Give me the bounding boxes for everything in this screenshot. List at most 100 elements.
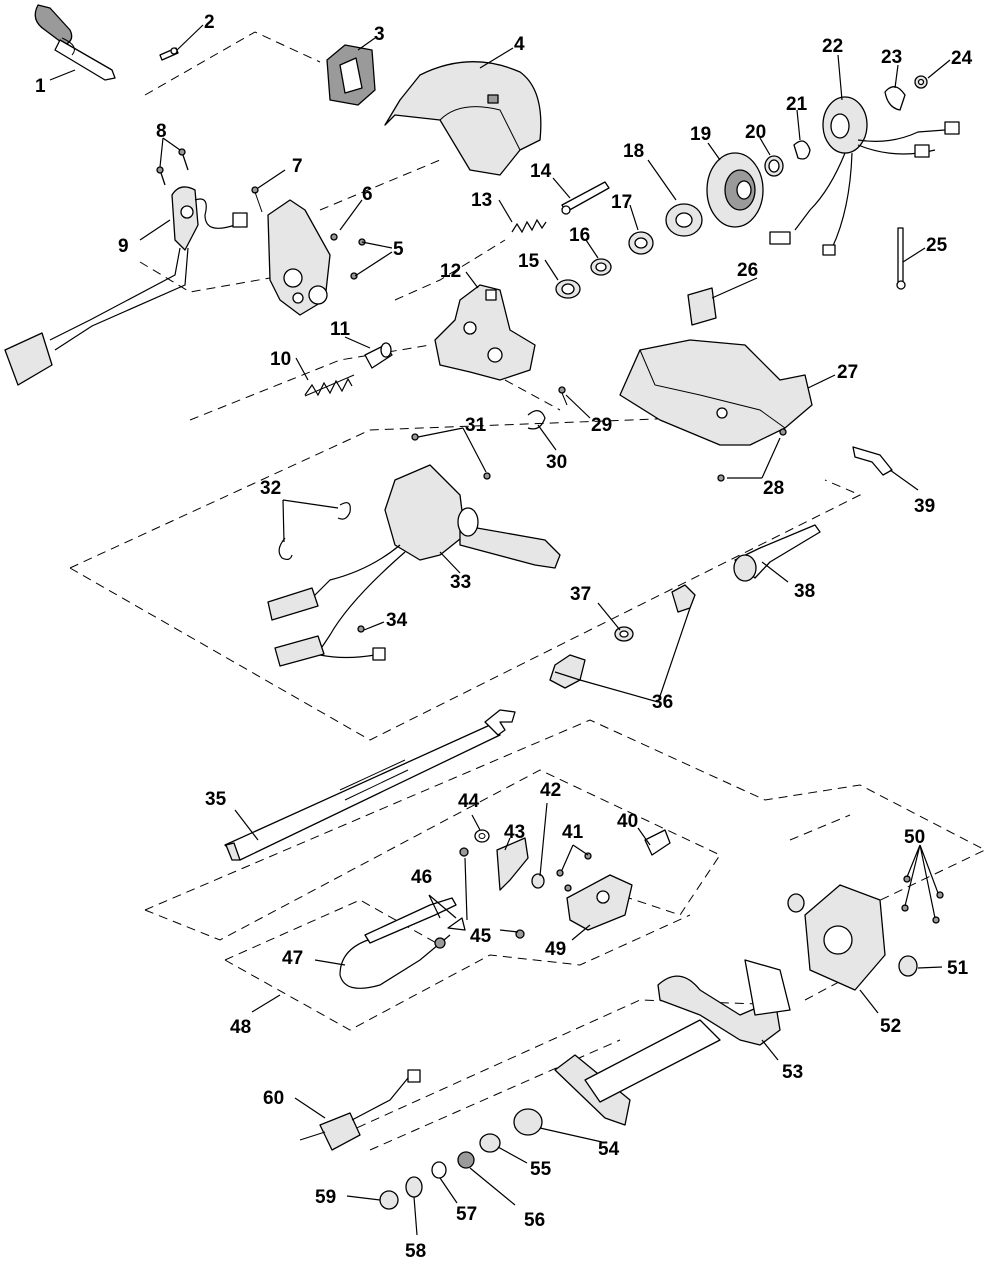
callout-41: 41: [562, 822, 584, 843]
callout-17: 17: [611, 192, 632, 213]
tilt-spring-clip-part: [852, 446, 893, 476]
callout-4: 4: [514, 34, 525, 55]
callout-28: 28: [763, 478, 784, 499]
callout-34: 34: [386, 610, 408, 631]
hex-nut-part: [914, 75, 928, 89]
callout-8: 8: [156, 121, 167, 142]
callout-6: 6: [362, 184, 373, 205]
callout-40: 40: [617, 811, 638, 832]
return-spring-part: [304, 374, 355, 397]
callout-7: 7: [292, 156, 303, 177]
callout-21: 21: [786, 94, 808, 115]
housing-screw-part: [558, 386, 568, 406]
callout-45: 45: [470, 926, 492, 947]
callout-14: 14: [530, 161, 552, 182]
pivot-bushing-part: [898, 955, 918, 977]
callout-42: 42: [540, 780, 561, 801]
upper-cover-part: [384, 61, 542, 176]
callout-18: 18: [623, 141, 644, 162]
alignment-pin-part: [896, 227, 906, 290]
callout-55: 55: [530, 1159, 552, 1180]
callout-38: 38: [794, 581, 815, 602]
callout-47: 47: [282, 948, 303, 969]
jacket-bracket-part: [657, 959, 791, 1046]
ground-wire-part: [319, 625, 386, 661]
callout-30: 30: [546, 452, 567, 473]
bracket-screw-part: [251, 186, 263, 213]
callout-48: 48: [230, 1017, 251, 1038]
callout-31: 31: [465, 415, 487, 436]
bearing-retainer-part: [590, 258, 612, 276]
lower-cover-part: [619, 339, 813, 446]
callout-58: 58: [405, 1241, 426, 1262]
callout-50: 50: [904, 827, 925, 848]
callout-11: 11: [330, 319, 351, 340]
turn-signal-cam-part: [665, 203, 703, 237]
callout-22: 22: [822, 36, 843, 57]
callout-59: 59: [315, 1187, 336, 1208]
callout-16: 16: [569, 225, 590, 246]
callout-labels: 1 2 3 4 5 6 7 8 9 10 11 12 13 14 15 16 1…: [35, 12, 973, 1262]
callout-25: 25: [926, 235, 948, 256]
callout-3: 3: [374, 24, 385, 45]
callout-12: 12: [440, 261, 461, 282]
shift-lever-part: [34, 4, 116, 81]
callout-23: 23: [881, 47, 902, 68]
lock-bracket-part: [267, 199, 331, 316]
rack-spring-part: [511, 218, 547, 234]
callout-33: 33: [450, 572, 471, 593]
callout-43: 43: [504, 822, 525, 843]
turn-signal-spring-part: [628, 231, 654, 255]
cover-screws-part: [717, 428, 787, 482]
lock-shoe-part: [566, 874, 633, 931]
callout-57: 57: [456, 1204, 477, 1225]
multifunction-switch-part: [267, 464, 561, 667]
center-bearing-part: [614, 626, 634, 642]
lock-housing-part: [434, 284, 536, 381]
callout-52: 52: [880, 1016, 901, 1037]
lock-shoe-screws-part: [556, 852, 592, 892]
leader-lines: [49, 24, 951, 1236]
shoe-pin-part: [644, 829, 671, 856]
housing-screws-part: [901, 875, 944, 924]
callout-51: 51: [947, 958, 969, 979]
retaining-ring-part: [764, 155, 784, 177]
callout-32: 32: [260, 478, 281, 499]
callout-56: 56: [524, 1210, 545, 1231]
grouping-outlines: [69, 31, 987, 1151]
callout-9: 9: [118, 236, 129, 257]
callout-36: 36: [652, 692, 673, 713]
callout-54: 54: [598, 1139, 620, 1160]
snap-ring-part: [527, 410, 546, 430]
wave-washer-part: [793, 140, 811, 160]
shoe-bushing-part: [531, 873, 545, 889]
callout-13: 13: [471, 190, 492, 211]
callout-37: 37: [570, 584, 591, 605]
callout-24: 24: [951, 48, 973, 69]
upper-shaft-part: [733, 524, 821, 582]
bearing-part: [555, 279, 581, 299]
switch-screws-part: [411, 433, 491, 480]
callout-10: 10: [270, 349, 291, 370]
lock-rod-part: [561, 181, 610, 215]
lever-pin-part: [459, 847, 525, 939]
canceling-ring-part: [706, 152, 764, 228]
lever-washer-part: [474, 829, 490, 843]
callout-29: 29: [591, 415, 612, 436]
callout-26: 26: [737, 260, 758, 281]
column-jacket-part: [513, 1019, 721, 1136]
lever-seal-part: [326, 44, 376, 106]
position-sensor-part: [299, 1069, 421, 1151]
callout-15: 15: [518, 251, 540, 272]
callout-35: 35: [205, 789, 227, 810]
release-cable-part: [339, 897, 466, 989]
release-lever-part: [496, 837, 529, 891]
callout-44: 44: [458, 791, 480, 812]
callout-27: 27: [837, 362, 858, 383]
retaining-clips-part: [278, 502, 351, 561]
ring-clip-part: [884, 86, 906, 111]
callout-60: 60: [263, 1088, 284, 1109]
dimmer-switch-part: [4, 186, 248, 386]
callout-49: 49: [545, 939, 566, 960]
